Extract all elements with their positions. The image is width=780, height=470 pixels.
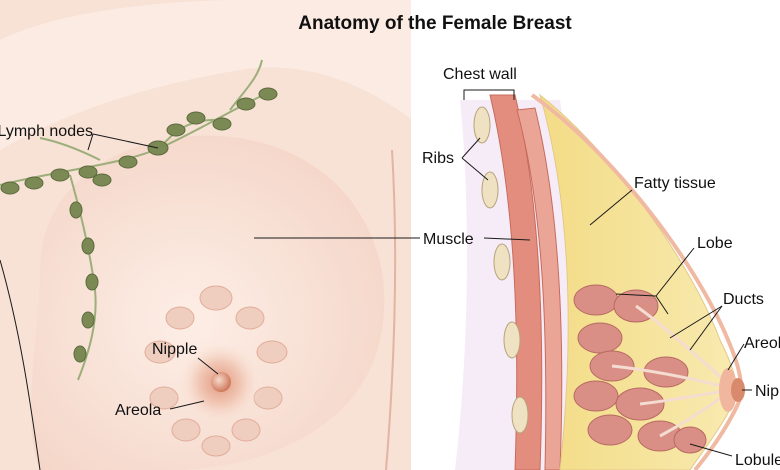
label-muscle: Muscle [423,231,474,248]
skin-edge [530,93,744,470]
areola-right [719,368,737,412]
label-lobe: Lobe [697,235,733,252]
bracket-chest-wall [463,89,515,100]
leader-muscle-right [483,237,531,241]
label-areola-left: Areola [115,402,161,419]
label-ducts: Ducts [723,291,764,308]
leader-fatty-tissue [589,189,633,226]
shoulder-shape [0,0,412,150]
leader-ducts-1 [669,305,723,339]
front-view-panel [0,0,412,470]
nipple-left [211,372,231,392]
label-ribs: Ribs [422,150,454,167]
leader-lines [87,89,752,457]
label-lobules: Lobules [735,452,780,469]
leader-areola-left [169,400,205,410]
diagram-title: Anatomy of the Female Breast [298,13,572,34]
lymph-nodes-group [0,87,278,363]
leader-lobe [655,247,695,297]
muscle-layer-outer [516,107,563,470]
leader-ducts-2 [689,305,723,351]
label-fatty-tissue: Fatty tissue [634,175,716,192]
leader-lymph-nodes-2 [87,133,94,151]
leader-ribs-1 [461,137,481,159]
label-lymph-nodes: Lymph nodes [0,123,93,140]
cross-section-panel [412,0,780,470]
bracket-lobe [615,293,669,315]
leader-areola-right [727,343,745,371]
body-side-contour [385,149,397,470]
lobule-pattern [144,285,288,457]
arm-edge [0,259,41,470]
label-nipple-right: Nipple [755,383,780,400]
nipple-right [731,378,745,402]
leader-nipple-left [197,357,219,375]
leader-ribs-2 [461,157,489,181]
label-areola-right: Areola [744,335,780,352]
label-chest-wall: Chest wall [443,66,517,83]
leader-lymph-nodes [92,133,159,149]
muscle-layer [489,94,543,470]
leader-lobules [689,443,733,457]
label-nipple-left: Nipple [152,341,197,358]
ribs-group [473,106,529,434]
